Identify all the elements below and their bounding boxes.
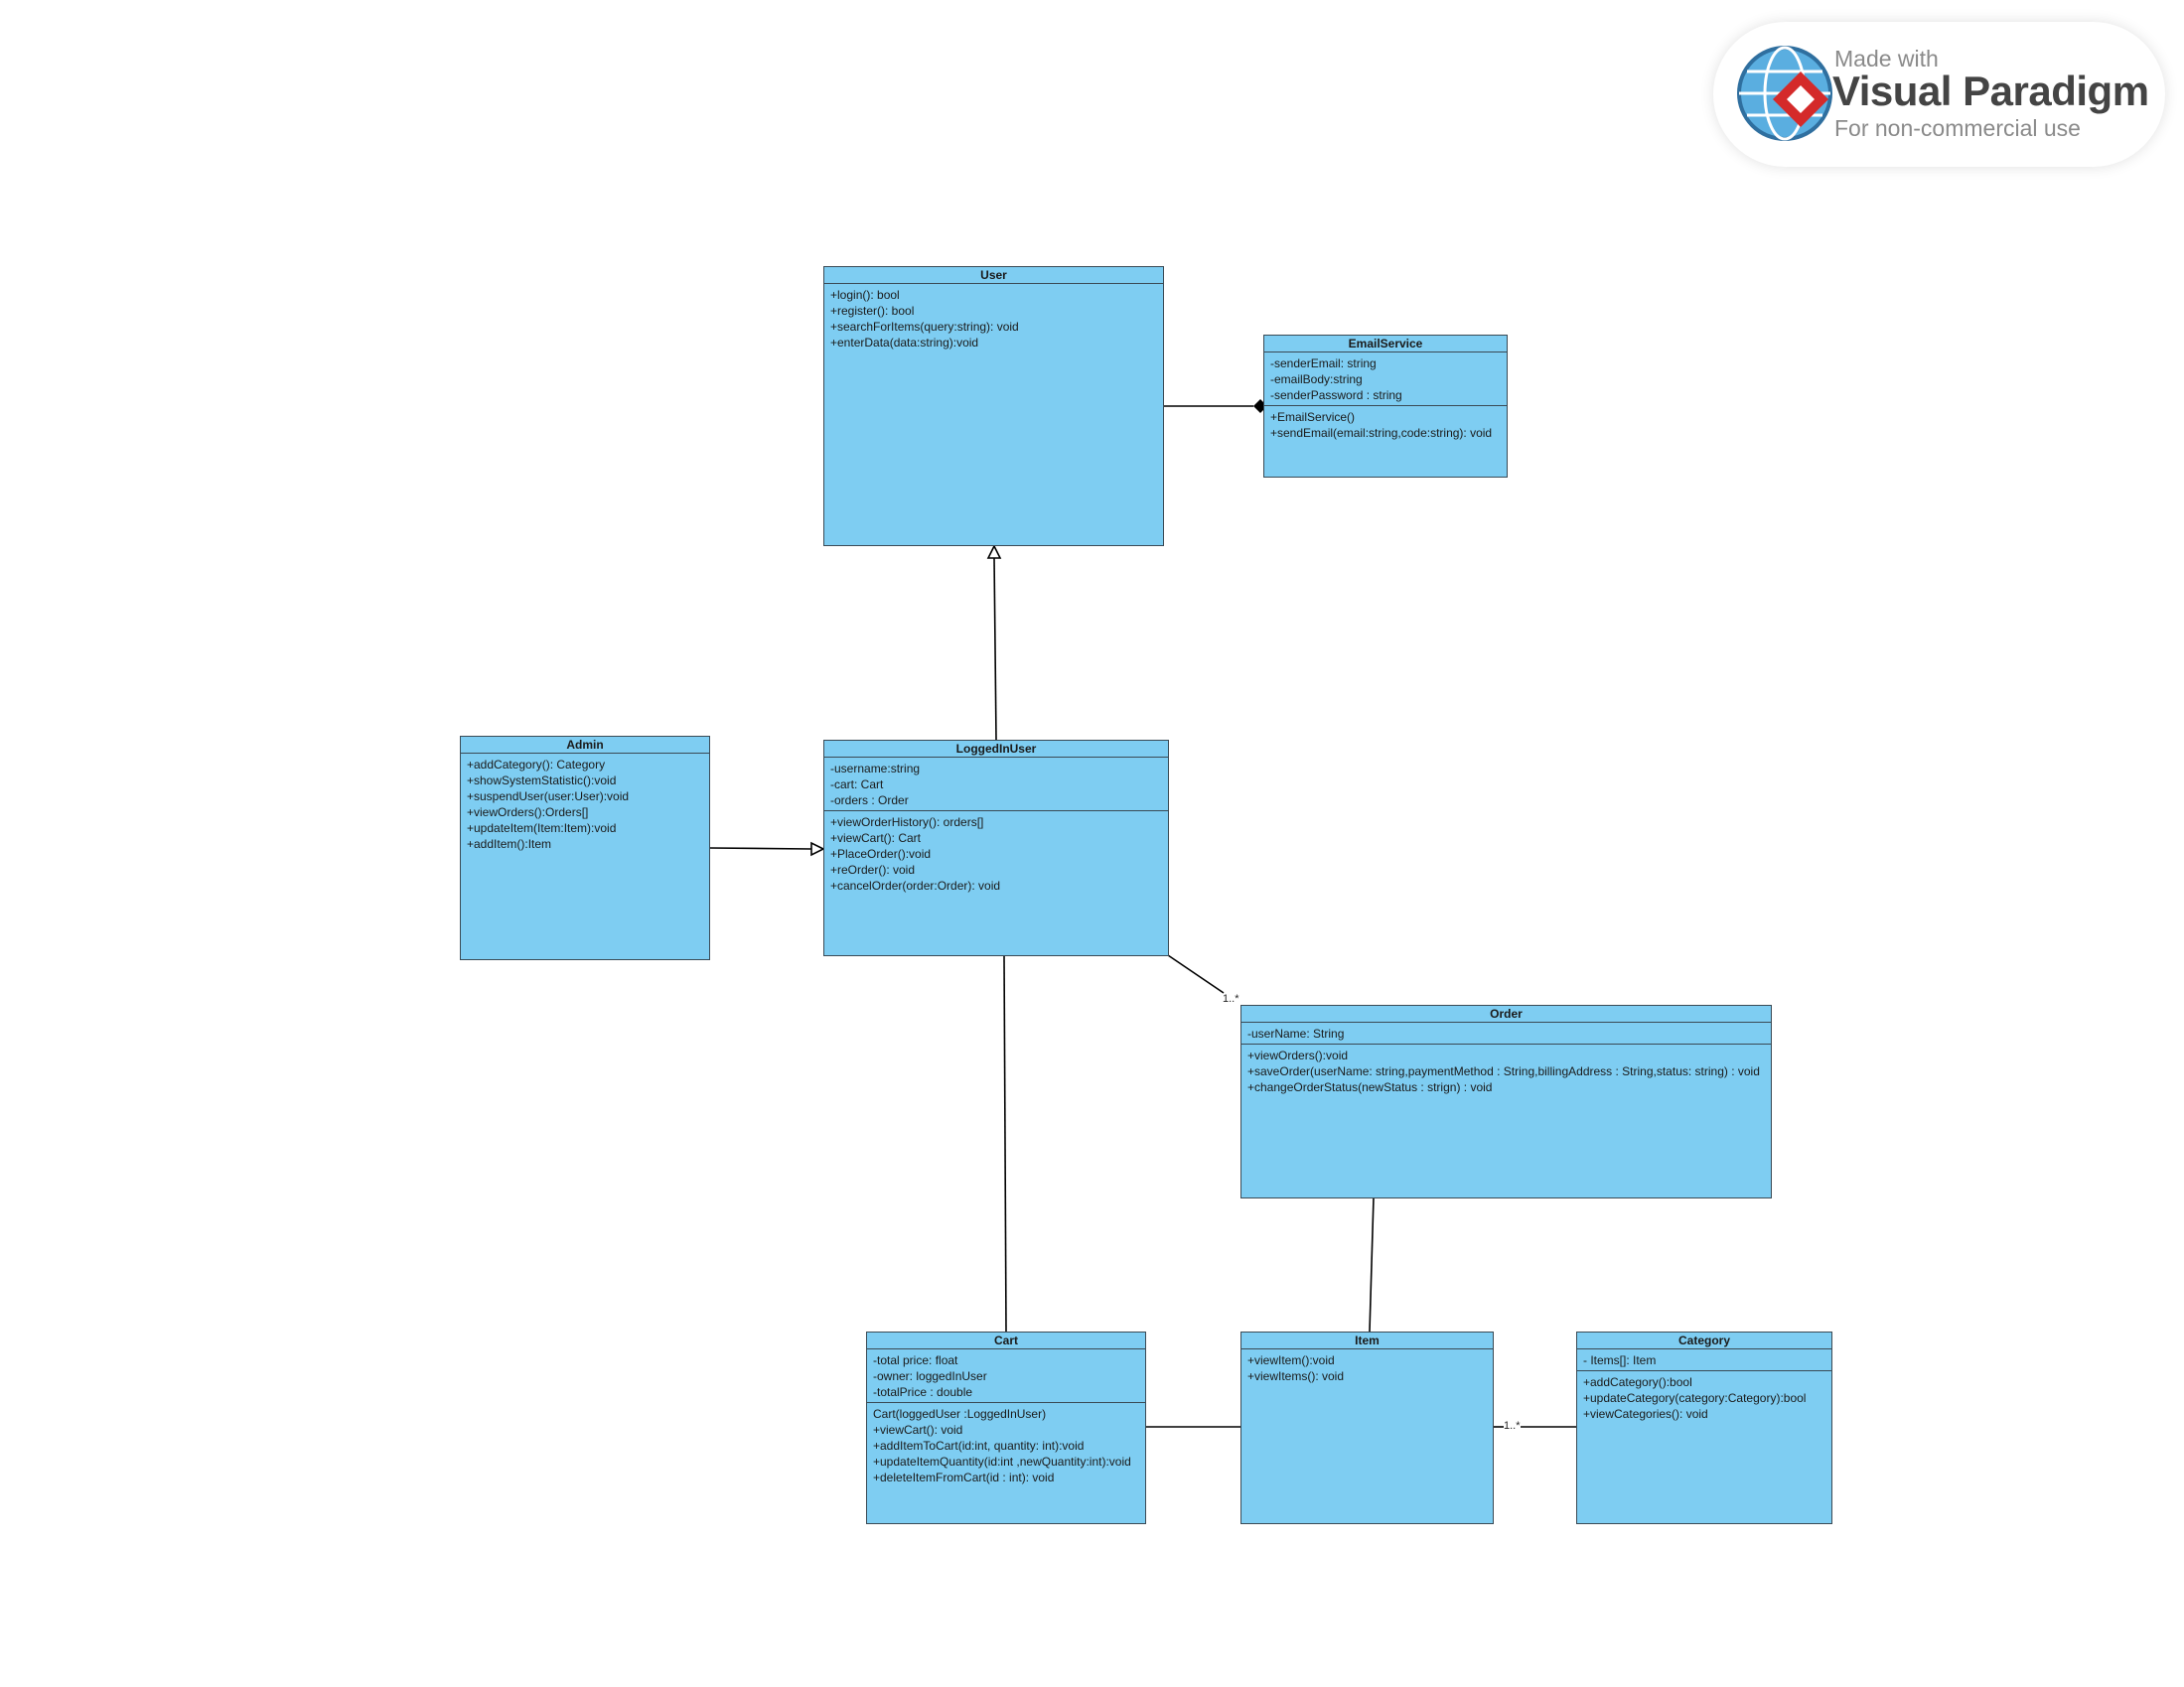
operations-loggedinuser: +viewOrderHistory(): orders[] +viewCart()… — [824, 811, 1168, 896]
class-member: +EmailService() — [1270, 410, 1356, 424]
class-member: +reOrder(): void — [830, 863, 916, 877]
class-member: Cart(loggedUser :LoggedInUser) — [873, 1407, 1047, 1421]
class-loggedinuser[interactable]: LoggedInUser -username:string -cart: Cart… — [823, 740, 1169, 956]
attributes-loggedinuser: -username:string -cart: Cart -orders : Ord… — [824, 758, 1168, 811]
class-admin[interactable]: Admin +addCategory(): Category+showSyste… — [460, 736, 710, 960]
class-member: -emailBody:string — [1270, 372, 1363, 386]
class-member: +suspendUser(user:User):void — [467, 789, 630, 803]
attributes-cart: -total price: float -owner: loggedInUser -… — [867, 1349, 1145, 1403]
operations-item: +viewItem():void +viewItems(): void — [1241, 1349, 1493, 1386]
class-member: +register(): bool — [830, 304, 915, 318]
class-member: +viewCart(): void — [873, 1423, 963, 1437]
generalization-admin-loggedinuser — [709, 847, 812, 850]
class-member: +enterData(data:string):void — [830, 336, 979, 350]
class-category[interactable]: Category - Items[]: Item +addCategory():… — [1576, 1332, 1832, 1524]
association-order-item — [1369, 1196, 1375, 1333]
class-member: +viewOrderHistory(): orders[] — [830, 815, 984, 829]
class-member: -senderPassword : string — [1270, 388, 1402, 402]
class-member: +addCategory():bool — [1583, 1375, 1692, 1389]
class-member: +viewCategories(): void — [1583, 1407, 1708, 1421]
class-name-order: Order — [1241, 1006, 1771, 1023]
generalization-arrowhead-user — [986, 544, 1002, 559]
class-order[interactable]: Order -userName: String +viewOrders():vo… — [1240, 1005, 1772, 1198]
class-member: -total price: float — [873, 1353, 958, 1367]
class-member: -senderEmail: string — [1270, 356, 1377, 370]
operations-user: +login(): bool +register(): bool +searchFo… — [824, 284, 1163, 352]
operations-category: +addCategory():bool +updateCategory(categ… — [1577, 1371, 1831, 1424]
badge-brand: Visual Paradigm — [1832, 68, 2149, 114]
class-name-admin: Admin — [461, 737, 709, 754]
class-member: +updateItem(Item:Item):void — [467, 821, 617, 835]
generalization-arrowhead-loggedinuser — [810, 841, 825, 857]
class-member: +deleteItemFromCart(id : int): void — [873, 1471, 1055, 1484]
class-member: +changeOrderStatus(newStatus : strign) :… — [1247, 1080, 1493, 1094]
class-member: +viewCart(): Cart — [830, 831, 922, 845]
class-user[interactable]: User +login(): bool +register(): bool +sea… — [823, 266, 1164, 546]
class-member: +login(): bool — [830, 288, 900, 302]
class-name-item: Item — [1241, 1333, 1493, 1349]
class-member: -cart: Cart — [830, 777, 884, 791]
badge-made-with: Made with — [1834, 46, 1939, 71]
association-loggedinuser-cart — [1003, 954, 1007, 1333]
class-member: +PlaceOrder():void — [830, 847, 932, 861]
attributes-emailservice: -senderEmail: string -emailBody:string -se… — [1264, 352, 1507, 406]
class-name-loggedinuser: LoggedInUser — [824, 741, 1168, 758]
class-member: +addItem():Item — [467, 837, 552, 851]
class-member: +updateItemQuantity(id:int ,newQuantity:… — [873, 1455, 1131, 1469]
class-member: +viewItems(): void — [1247, 1369, 1345, 1383]
class-name-user: User — [824, 267, 1163, 284]
multiplicity-loggedinuser-order: 1..* — [1223, 993, 1239, 1005]
class-member: -username:string — [830, 762, 921, 775]
operations-order: +viewOrders():void +saveOrder(userName: s… — [1241, 1045, 1771, 1097]
class-member: -totalPrice : double — [873, 1385, 973, 1399]
class-member: +addItemToCart(id:int, quantity: int):vo… — [873, 1439, 1085, 1453]
class-cart[interactable]: Cart -total price: float -owner: loggedIn… — [866, 1332, 1146, 1524]
multiplicity-item-category: 1..* — [1504, 1420, 1521, 1432]
class-member: +searchForItems(query:string): void — [830, 320, 1019, 334]
badge-subtitle: For non-commercial use — [1834, 115, 2081, 141]
class-emailservice[interactable]: EmailService -senderEmail: string -emailB… — [1263, 335, 1508, 478]
operations-cart: Cart(loggedUser :LoggedInUser) +viewCart(… — [867, 1403, 1145, 1487]
class-member: +viewItem():void — [1247, 1353, 1335, 1367]
class-item[interactable]: Item +viewItem():void +viewItems(): void — [1240, 1332, 1494, 1524]
class-member: -userName: String — [1247, 1027, 1345, 1041]
attributes-category: - Items[]: Item — [1577, 1349, 1831, 1371]
class-member: +cancelOrder(order:Order): void — [830, 879, 1001, 893]
class-member: +showSystemStatistic():void — [467, 773, 617, 787]
association-loggedinuser-order — [1167, 954, 1225, 994]
class-name-emailservice: EmailService — [1264, 336, 1507, 352]
globe-logo-icon — [1737, 46, 1832, 141]
visual-paradigm-badge: Made with Visual Paradigm For non-commer… — [1713, 22, 2165, 167]
class-member: +viewOrders():void — [1247, 1049, 1349, 1062]
class-name-category: Category — [1577, 1333, 1831, 1349]
class-member: +sendEmail(email:string,code:string): vo… — [1270, 426, 1493, 440]
class-member: +saveOrder(userName: string,paymentMetho… — [1247, 1064, 1760, 1078]
generalization-loggedinuser-user — [993, 556, 997, 741]
class-member: +viewOrders():Orders[] — [467, 805, 589, 819]
class-member: +addCategory(): Category — [467, 758, 606, 772]
class-name-cart: Cart — [867, 1333, 1145, 1349]
class-member: -orders : Order — [830, 793, 909, 807]
class-member: +updateCategory(category:Category):bool — [1583, 1391, 1807, 1405]
class-member: - Items[]: Item — [1583, 1353, 1657, 1367]
operations-emailservice: +EmailService() +sendEmail(email:string,c… — [1264, 406, 1507, 443]
operations-admin: +addCategory(): Category+showSystemStati… — [461, 754, 709, 854]
class-member: -owner: loggedInUser — [873, 1369, 987, 1383]
attributes-order: -userName: String — [1241, 1023, 1771, 1045]
